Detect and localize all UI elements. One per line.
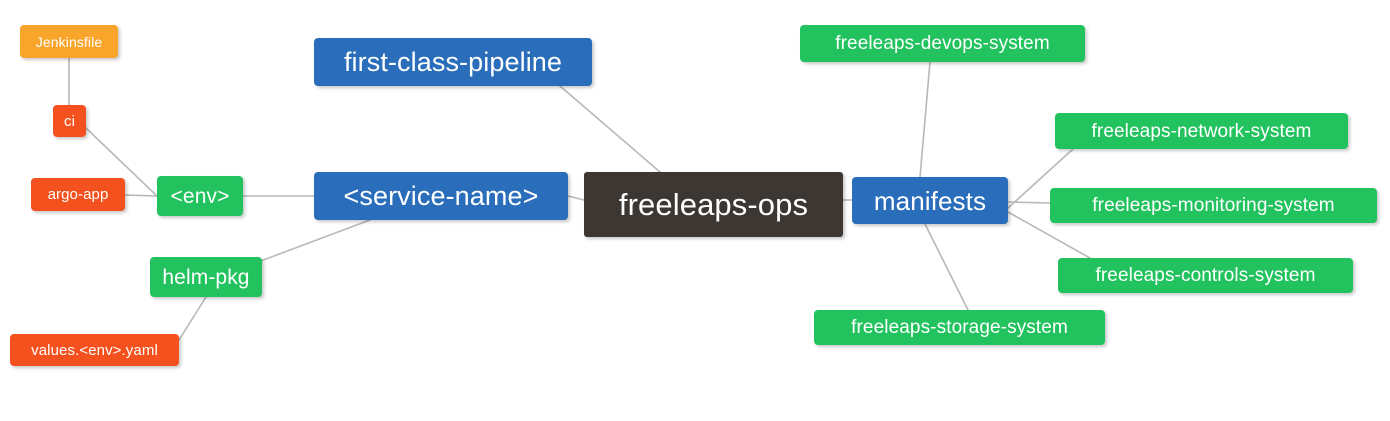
edge-manifests-to-monitoring-system bbox=[1007, 201, 1051, 204]
node-monitoring-system[interactable]: freeleaps-monitoring-system bbox=[1050, 188, 1377, 223]
node-values-yaml[interactable]: values.<env>.yaml bbox=[10, 334, 179, 366]
edge-manifests-to-network-system bbox=[1007, 148, 1074, 209]
node-env[interactable]: <env> bbox=[157, 176, 243, 216]
node-controls-system[interactable]: freeleaps-controls-system bbox=[1058, 258, 1353, 293]
node-service-name[interactable]: <service-name> bbox=[314, 172, 568, 220]
edge-manifests-to-storage-system bbox=[924, 223, 969, 311]
node-argo-app[interactable]: argo-app bbox=[31, 178, 125, 211]
edge-helm-pkg-to-service-name bbox=[249, 219, 371, 266]
node-manifests[interactable]: manifests bbox=[852, 177, 1008, 224]
node-first-class-pipeline[interactable]: first-class-pipeline bbox=[314, 38, 592, 86]
edge-values-yaml-to-helm-pkg bbox=[178, 296, 207, 341]
node-freeleaps-ops[interactable]: freeleaps-ops bbox=[584, 172, 843, 237]
edge-argo-app-to-env bbox=[124, 194, 158, 197]
node-network-system[interactable]: freeleaps-network-system bbox=[1055, 113, 1348, 149]
edge-first-class-pipeline-to-freeleaps-ops bbox=[559, 85, 661, 173]
node-ci[interactable]: ci bbox=[53, 105, 86, 137]
edge-manifests-to-controls-system bbox=[1007, 211, 1091, 259]
edge-manifests-to-devops-system bbox=[919, 61, 931, 178]
node-jenkinsfile[interactable]: Jenkinsfile bbox=[20, 25, 118, 58]
edge-service-name-to-freeleaps-ops bbox=[567, 195, 585, 201]
node-storage-system[interactable]: freeleaps-storage-system bbox=[814, 310, 1105, 345]
node-helm-pkg[interactable]: helm-pkg bbox=[150, 257, 262, 297]
edge-ci-to-env bbox=[85, 127, 158, 197]
node-devops-system[interactable]: freeleaps-devops-system bbox=[800, 25, 1085, 62]
